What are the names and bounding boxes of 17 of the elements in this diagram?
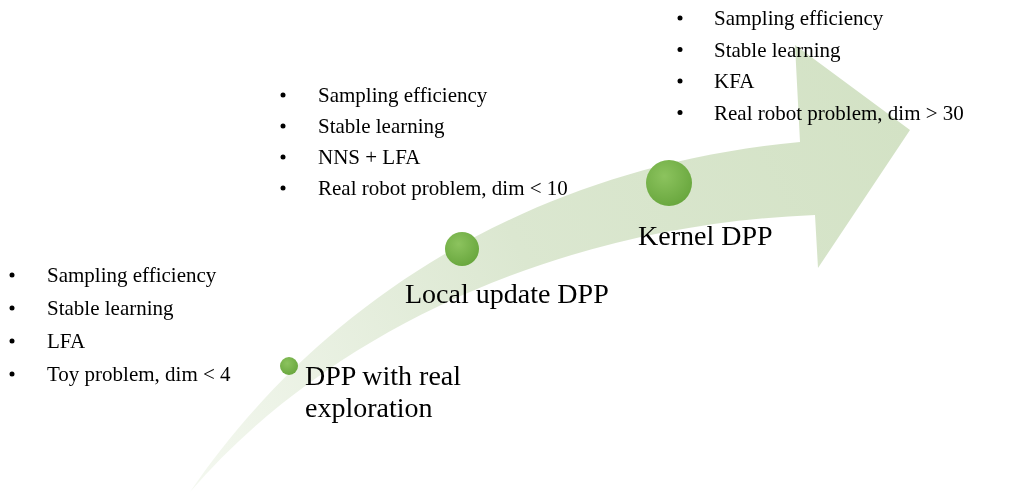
bullet-item: Stable learning xyxy=(714,36,841,63)
bullet-item: Sampling efficiency xyxy=(714,5,884,31)
bullet-item: LFA xyxy=(47,328,86,354)
bullet-item: Real robot problem, dim > 30 xyxy=(714,99,964,126)
milestone-label: DPP with real exploration xyxy=(305,360,463,424)
bullet-item: Real robot problem, dim < 10 xyxy=(318,175,568,201)
bullet-item: KFA xyxy=(714,68,755,94)
milestone-circle xyxy=(445,232,479,266)
bullet-item: Sampling efficiency xyxy=(47,262,217,288)
bullet-item: Sampling efficiency xyxy=(318,82,488,108)
bullet-item: NNS + LFA xyxy=(318,144,421,170)
milestone-label: Kernel DPP xyxy=(638,220,774,252)
bullet-item: Stable learning xyxy=(318,113,445,139)
bullet-item: Stable learning xyxy=(47,295,174,321)
bullet-item: Toy problem, dim < 4 xyxy=(47,361,231,387)
milestone-label: Local update DPP xyxy=(405,278,610,310)
milestone-circle xyxy=(280,357,298,375)
